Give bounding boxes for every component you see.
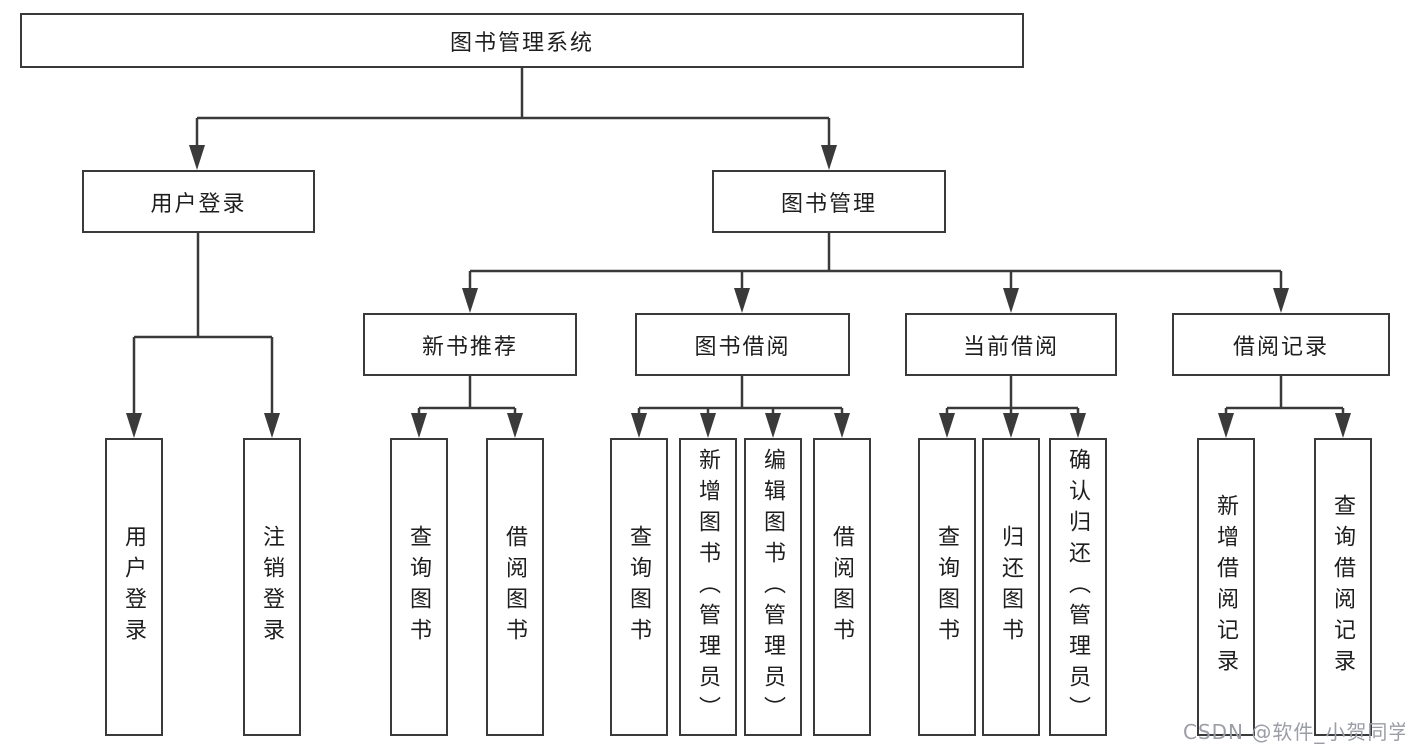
connector-book-borrow-children (637, 376, 844, 418)
leaf-return-book: 归还图书 (982, 438, 1040, 736)
watermark: CSDN @软件_小贺同学 (1183, 720, 1405, 744)
arrowhead (939, 413, 955, 438)
arrowhead (734, 288, 750, 313)
node-book-management: 图书管理 (712, 170, 946, 233)
leaf-user-login: 用户登录 (105, 438, 163, 736)
arrowhead (1273, 288, 1289, 313)
connector-root-to-level2 (195, 68, 831, 150)
node-new-book-recommend: 新书推荐 (363, 313, 577, 376)
arrowhead (507, 413, 523, 438)
arrowhead (821, 145, 837, 170)
leaf-borrow-books: 借阅图书 (813, 438, 871, 736)
arrowhead (411, 413, 427, 438)
arrowhead (765, 413, 781, 438)
arrowhead (1070, 413, 1086, 438)
arrowhead (1003, 413, 1019, 438)
node-current-borrow: 当前借阅 (905, 313, 1117, 376)
node-borrow-records: 借阅记录 (1172, 313, 1390, 376)
leaf-add-borrow-record: 新增借阅记录 (1197, 438, 1255, 736)
leaf-confirm-return-admin: 确认归还（管理员） (1049, 438, 1107, 736)
arrowhead (700, 413, 716, 438)
arrowhead (834, 413, 850, 438)
connector-book-management-children (468, 233, 1283, 292)
leaf-add-book-admin: 新增图书（管理员） (679, 438, 737, 736)
leaf-borrow-books-recommend: 借阅图书 (486, 438, 544, 736)
arrowhead (1335, 413, 1351, 438)
leaf-logout: 注销登录 (243, 438, 301, 736)
connector-new-book-children (417, 376, 517, 418)
arrowhead (189, 145, 205, 170)
node-book-borrow: 图书借阅 (635, 313, 850, 376)
arrowhead (126, 413, 142, 438)
connector-borrow-records-children (1224, 376, 1345, 418)
leaf-query-books-borrow: 查询图书 (610, 438, 668, 736)
node-root-system: 图书管理系统 (20, 13, 1024, 68)
arrowhead (264, 413, 280, 438)
arrowhead (462, 288, 478, 313)
arrowhead (631, 413, 647, 438)
arrowhead (1003, 288, 1019, 313)
connector-current-borrow-children (945, 376, 1080, 418)
arrowhead (1218, 413, 1234, 438)
leaf-query-books-current: 查询图书 (918, 438, 976, 736)
connector-user-login-children (132, 233, 274, 418)
leaf-edit-book-admin: 编辑图书（管理员） (744, 438, 802, 736)
node-user-login: 用户登录 (82, 170, 315, 233)
leaf-query-books-recommend: 查询图书 (390, 438, 448, 736)
leaf-query-borrow-record: 查询借阅记录 (1314, 438, 1372, 736)
